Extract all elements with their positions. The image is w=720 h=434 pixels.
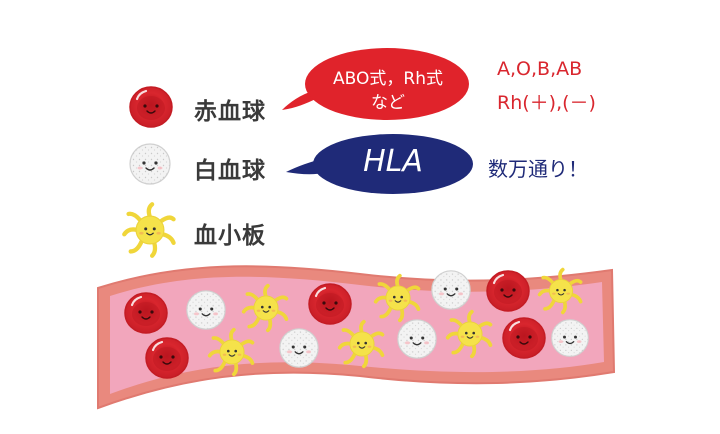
white-blood-cell-icon: [279, 328, 319, 368]
white-blood-cell-icon: [431, 270, 471, 310]
red-blood-cell-icon: [485, 269, 531, 313]
hla-speech-bubble: [286, 134, 473, 194]
abo-rh-bubble-line2: など: [371, 93, 405, 113]
platelet-icon: [124, 204, 173, 255]
red-blood-cell-icon: [128, 85, 174, 129]
abo-rh-speech-bubble: [282, 48, 469, 120]
blood-type-note-line2: Rh(＋),(－): [497, 92, 596, 114]
red-blood-cell-icon: [307, 282, 353, 326]
rbc-label: 赤血球: [194, 99, 266, 125]
red-blood-cell-icon: [123, 291, 169, 335]
white-blood-cell-icon: [186, 290, 226, 330]
red-blood-cell-icon: [144, 336, 190, 380]
platelet-label: 血小板: [194, 223, 266, 249]
white-blood-cell-icon: [397, 319, 437, 359]
hla-bubble-text: HLA: [363, 144, 423, 179]
red-blood-cell-icon: [501, 316, 547, 360]
white-blood-cell-icon: [129, 143, 171, 185]
wbc-label: 白血球: [194, 158, 266, 184]
abo-rh-bubble-line1: ABO式，Rh式: [333, 69, 443, 89]
blood-type-note-line1: A,O,B,AB: [497, 58, 583, 80]
white-blood-cell-icon: [551, 319, 589, 357]
hla-note: 数万通り！: [488, 157, 588, 181]
